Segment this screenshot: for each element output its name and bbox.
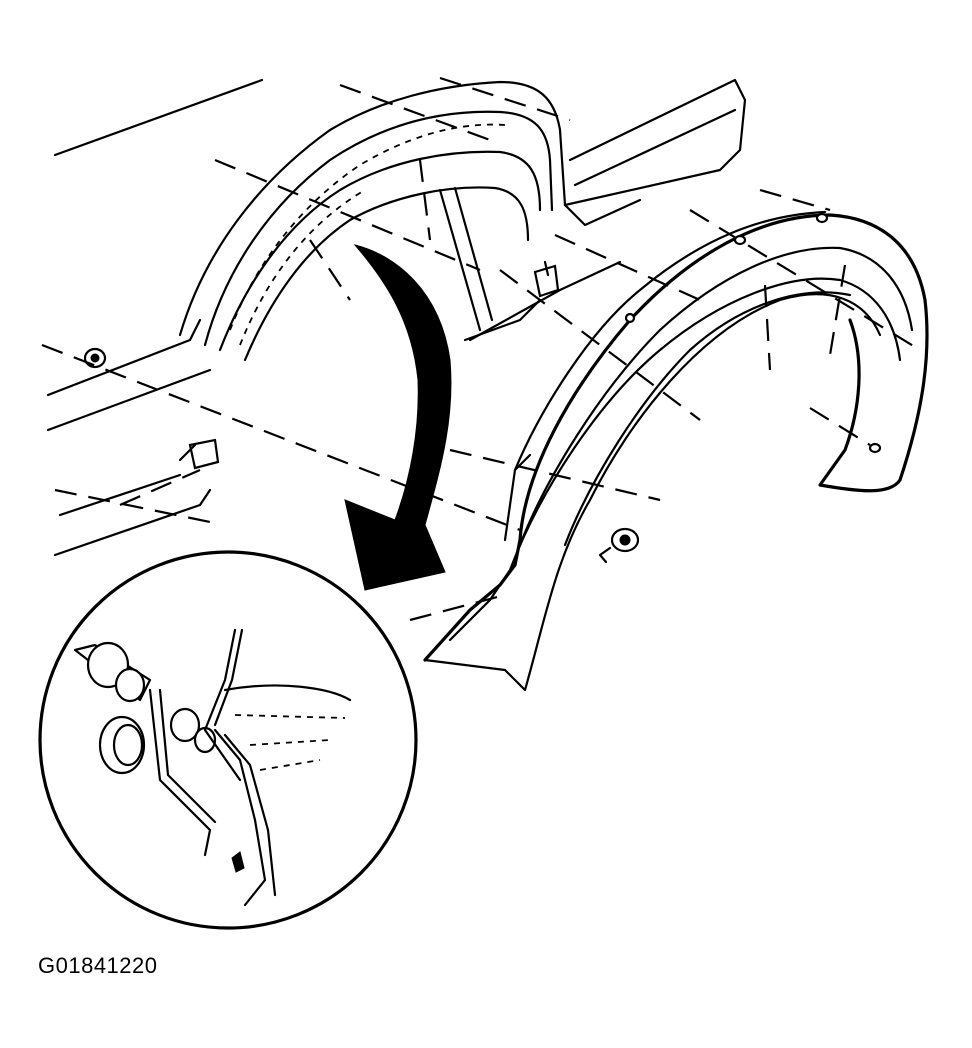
nut-front [83, 347, 107, 369]
wheel-opening [178, 80, 567, 362]
detail-inset [38, 550, 418, 930]
alignment-lines [41, 76, 921, 622]
vehicle-body [46, 78, 747, 557]
direction-arrow [344, 244, 452, 591]
flare-nut [598, 527, 640, 564]
figure-id-label: G01841220 [38, 953, 158, 978]
body-retainer-front [178, 438, 220, 470]
fender-flare [423, 210, 929, 692]
body-retainer-rear [533, 260, 560, 298]
